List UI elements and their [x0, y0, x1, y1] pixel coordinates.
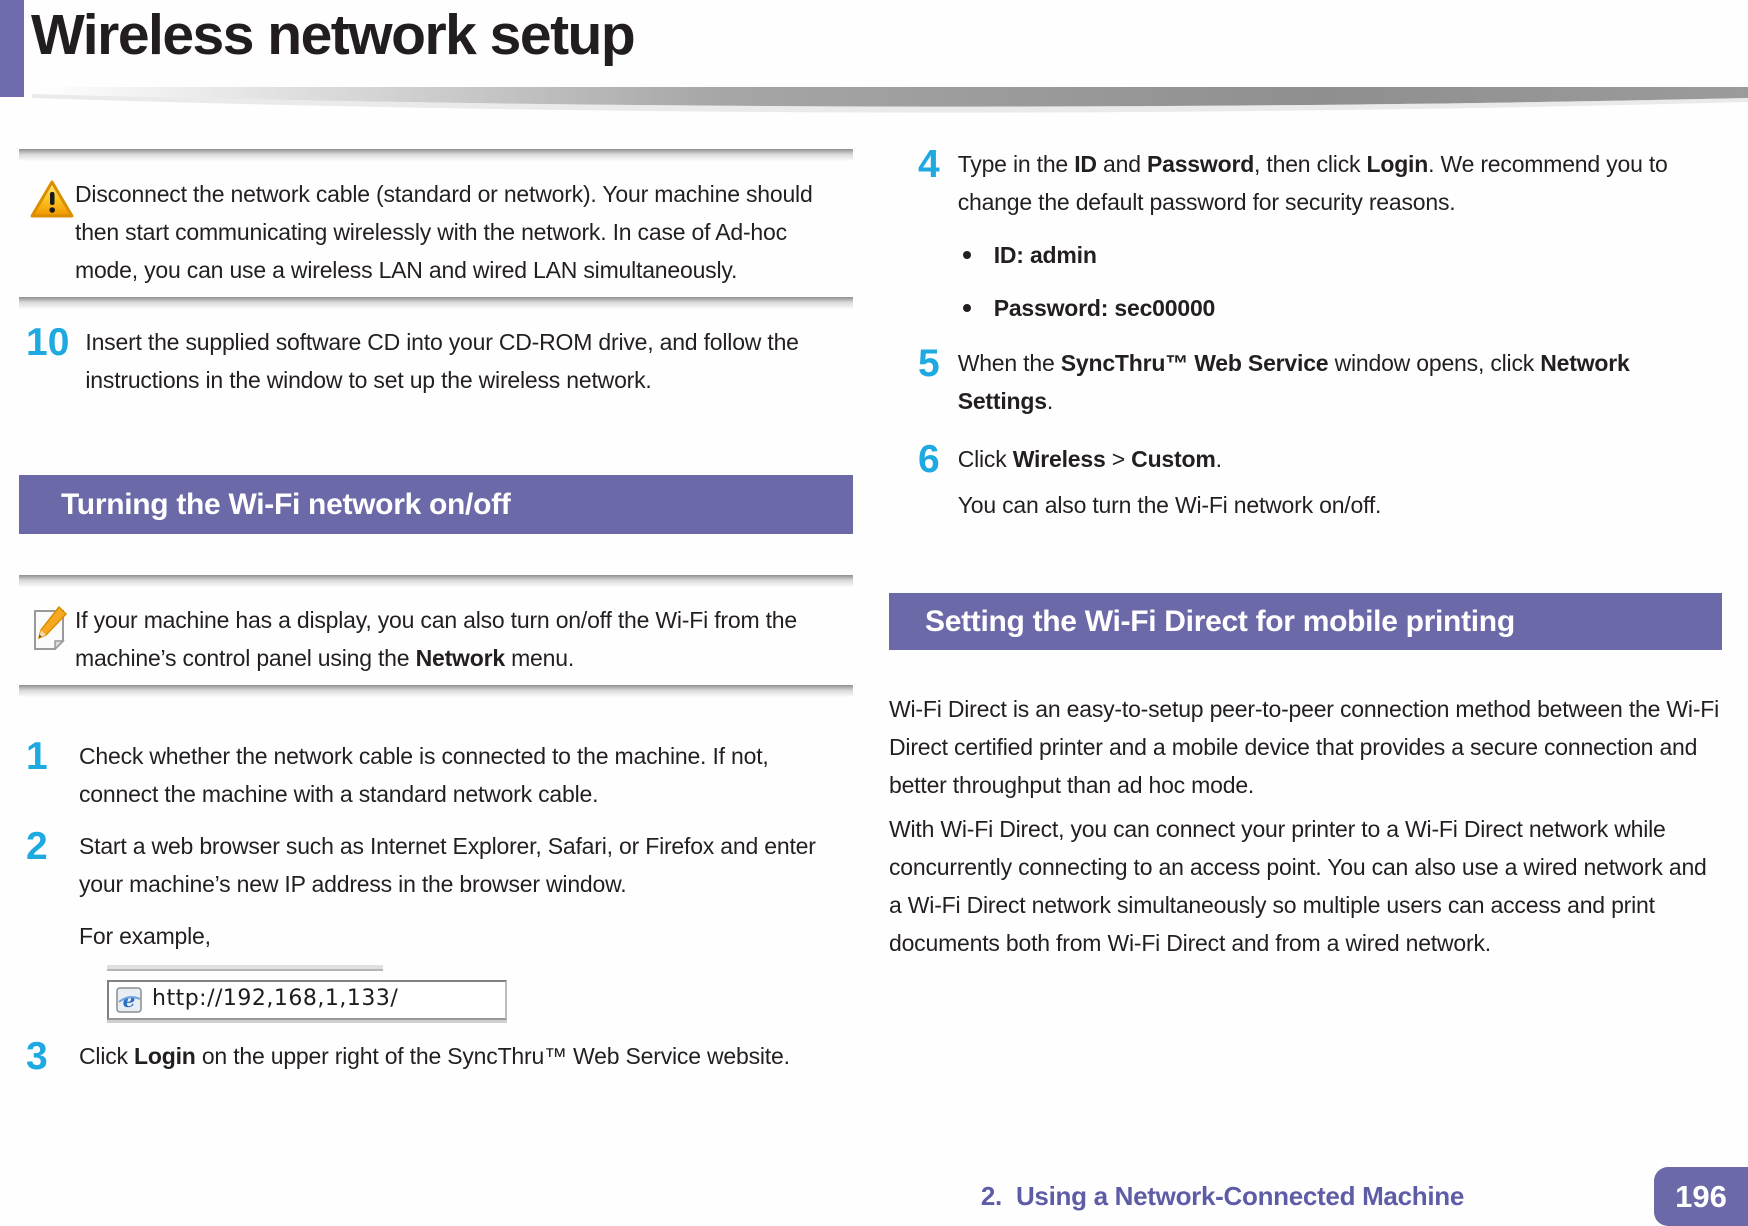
info-note-box: If your machine has a display, you can a… [19, 575, 853, 697]
browser-address-field: e http://192,168,1,133/ [107, 980, 507, 1020]
step-number: 4 [918, 143, 940, 186]
note-rule-bottom [19, 297, 853, 309]
step-10: 10 Insert the supplied software CD into … [19, 323, 853, 399]
note-text: If your machine has a display, you can a… [75, 607, 797, 671]
step-6: 6 Click Wireless > Custom. You can also … [889, 440, 1729, 524]
step-number: 1 [26, 735, 48, 778]
chapter-title: Using a Network-Connected Machine [1015, 1181, 1464, 1211]
step-text: When the SyncThru™ Web Service window op… [957, 350, 1630, 414]
step-4: 4 Type in the ID and Password, then clic… [889, 145, 1729, 327]
step-number: 2 [26, 825, 48, 868]
step-subtext: You can also turn the Wi-Fi network on/o… [957, 492, 1382, 518]
step-text: Click Wireless > Custom. [957, 446, 1222, 472]
section-heading-text: Turning the Wi-Fi network on/off [61, 487, 511, 521]
note-pencil-icon [23, 601, 75, 660]
step-1: 1 Check whether the network cable is con… [19, 737, 853, 813]
section-heading-text: Setting the Wi-Fi Direct for mobile prin… [925, 604, 1515, 638]
warning-triangle-icon [23, 175, 75, 226]
note-rule-top [19, 149, 853, 161]
bullet-item-id: ID: admin [958, 236, 1729, 274]
bullet-dot [958, 289, 994, 312]
paragraph: Wi-Fi Direct is an easy-to-setup peer-to… [889, 696, 1720, 798]
step-text: Start a web browser such as Internet Exp… [79, 833, 816, 897]
section-heading-turning-wifi: Turning the Wi-Fi network on/off [19, 475, 853, 534]
chapter-number: 2. [980, 1181, 1002, 1211]
step-3: 3 Click Login on the upper right of the … [19, 1037, 853, 1077]
bullet-dot [958, 236, 994, 259]
bullet-text: ID: admin [993, 242, 1097, 268]
step-2: 2 Start a web browser such as Internet E… [19, 827, 853, 1020]
title-accent-bar [0, 0, 24, 97]
address-bar-screenshot: e http://192,168,1,133/ [107, 965, 521, 1020]
ie-browser-icon: e [116, 987, 142, 1013]
step-text: Click Login on the upper right of the Sy… [79, 1043, 790, 1069]
warning-text: Disconnect the network cable (standard o… [75, 181, 813, 283]
warning-note-box: Disconnect the network cable (standard o… [19, 149, 853, 309]
svg-text:e: e [123, 988, 136, 1012]
step-number: 10 [26, 321, 70, 364]
address-url-text: http://192,168,1,133/ [152, 986, 399, 1011]
example-label: For example, [79, 923, 211, 949]
section-heading-wifi-direct: Setting the Wi-Fi Direct for mobile prin… [889, 593, 1722, 650]
note-rule-bottom [19, 685, 853, 697]
step-5: 5 When the SyncThru™ Web Service window … [889, 344, 1729, 420]
bullet-item-password: Password: sec00000 [958, 289, 1729, 327]
wifi-direct-description: Wi-Fi Direct is an easy-to-setup peer-to… [889, 690, 1725, 968]
paragraph: With Wi-Fi Direct, you can connect your … [889, 816, 1707, 956]
step-number: 6 [918, 438, 940, 481]
page-title: Wireless network setup [31, 3, 636, 67]
step-number: 5 [918, 342, 940, 385]
note-rule-top [19, 575, 853, 587]
step-text: Insert the supplied software CD into you… [85, 329, 799, 393]
page-number: 196 [1675, 1178, 1727, 1214]
page-number-badge: 196 [1654, 1167, 1748, 1226]
header-swoosh-divider [32, 87, 1748, 113]
footer-chapter-label: 2. Using a Network-Connected Machine [600, 1181, 1464, 1212]
bullet-text: Password: sec00000 [993, 295, 1216, 321]
step-number: 3 [26, 1035, 48, 1078]
browser-chrome-fragment [107, 965, 383, 971]
step-text: Check whether the network cable is conne… [79, 743, 769, 807]
step-text: Type in the ID and Password, then click … [957, 151, 1668, 215]
